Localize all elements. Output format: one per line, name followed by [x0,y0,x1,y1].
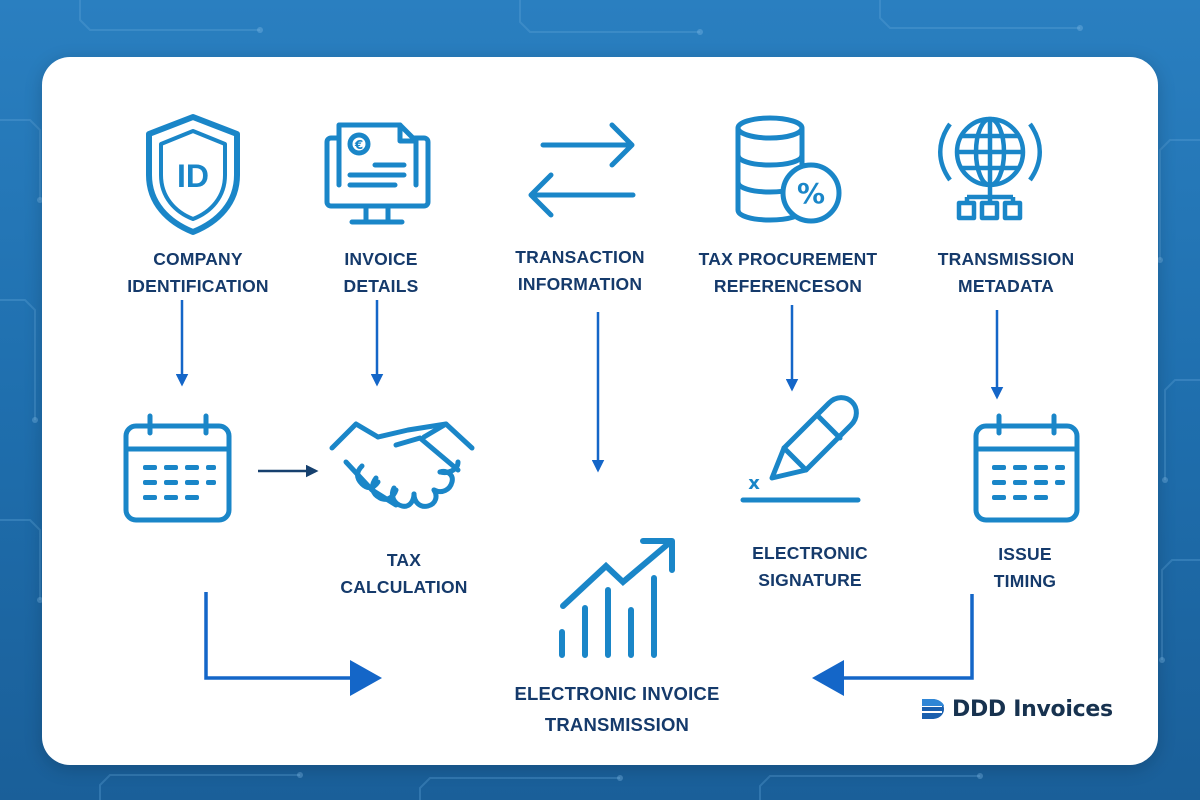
brand-name: DDD Invoices [952,696,1113,722]
calendar-icon-right [973,413,1080,523]
percent-symbol-text: % [797,177,825,210]
growth-chart-icon [559,538,675,658]
calendar-icon-left [123,413,232,523]
globe-network-icon [938,116,1042,221]
id-shield-icon: ID [146,114,240,235]
brand-mark-icon [922,699,944,719]
database-percent-icon: % [735,115,842,224]
id-badge-text: ID [177,158,209,194]
handshake-icon [329,421,475,509]
exchange-arrows-icon [528,122,636,218]
arrow-head-right-to-center [812,660,844,696]
arrow-head-left-to-center [350,660,382,696]
flow-arrows [175,300,1004,473]
large-flow-arrows [204,592,974,696]
brand-logo: DDD Invoices [920,693,1113,725]
euro-symbol-text: € [354,138,363,152]
signature-pen-icon: x [740,395,861,503]
invoice-monitor-icon: € [324,122,431,225]
signature-x-text: x [748,473,760,494]
